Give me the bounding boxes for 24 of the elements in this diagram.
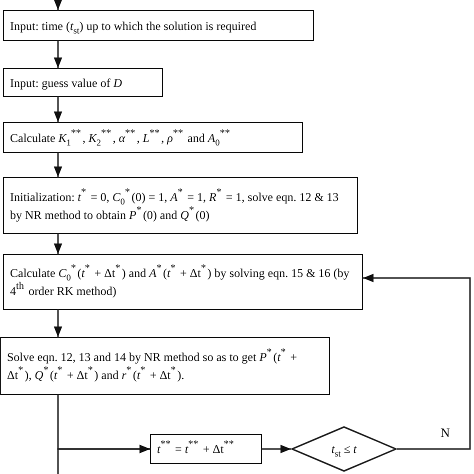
node-text: Input: guess value of D: [10, 74, 122, 92]
arrow: [54, 234, 62, 254]
arrow: [54, 0, 62, 10]
process-box: [3, 254, 363, 310]
node-text: Solve eqn. 12, 13 and 14 by NR method so as to get P$^{*}$(t$^{*}$ + Δt$^{*}$), Q$^{*}$(t$^{*}$ + Δt$^{*}$) and r$^{*}$(t$^{*}$ + Δt$^{*}$).: [7, 348, 298, 384]
process-box: [3, 10, 314, 41]
node-text: t$_{st}$ ≤ t: [331, 441, 357, 458]
arrow: [54, 153, 62, 177]
arrow: [57, 444, 150, 474]
process-box: [3, 122, 303, 153]
arrow: [363, 274, 471, 450]
arrow: [54, 41, 62, 68]
process-box: [3, 68, 163, 97]
process-box: [3, 177, 358, 234]
arrow: [54, 310, 62, 337]
decision-diamond: [291, 426, 397, 472]
node-text: Input: time (t$_{st}$) up to which the solution is required: [10, 18, 256, 34]
node-text: Calculate C$_{0}$$^{*}$(t$^{*}$ + Δt$^{*}$) and A$^{*}$(t$^{*}$ + Δt$^{*}$) by solving eqn. 15 & 16 (by 4$^{th}$ order RK method): [10, 264, 350, 300]
node-text: Initialization: t$^{*}$ = 0, C$_{0}$$^{*}$(0) = 1, A$^{*}$ = 1, R$^{*}$ = 1, solve eqn. 12 & 13 by NR method to obtain P$^{*}$(0) and Q$^{*}$(0): [10, 188, 340, 224]
process-box: [0, 337, 330, 395]
arrow: [54, 97, 62, 122]
node-text: t$^{**}$ = t$^{**}$ + Δt$^{**}$: [157, 440, 235, 458]
arrow: [262, 444, 291, 454]
process-box: [150, 434, 262, 464]
